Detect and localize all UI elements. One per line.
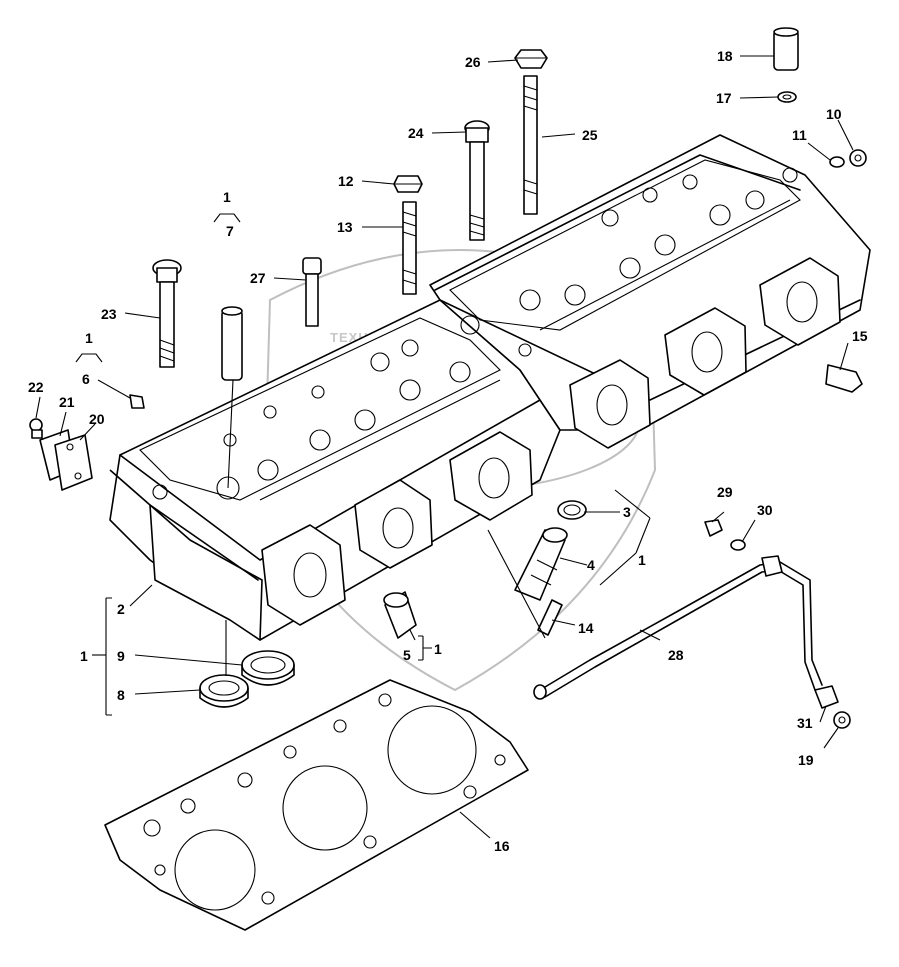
callout-18: 18: [717, 48, 733, 64]
group-label-6: 1: [85, 330, 93, 346]
callout-9: 9: [117, 648, 125, 664]
callout-14: 14: [578, 620, 594, 636]
part-26-nut: [514, 49, 548, 69]
callout-17: 17: [716, 90, 732, 106]
part-17-washer: [777, 91, 797, 103]
part-9-seal: [241, 650, 295, 686]
part-4-injector: [514, 527, 568, 601]
part-18-sleeve: [773, 27, 799, 71]
part-6-plug: [129, 394, 145, 409]
part-24-bolt: [464, 120, 490, 241]
callout-3: 3: [623, 504, 631, 520]
callout-7: 7: [226, 223, 234, 239]
callout-5: 5: [403, 647, 411, 663]
callout-13: 13: [337, 219, 353, 235]
callout-6: 6: [82, 371, 90, 387]
part-16-head-gasket: [104, 679, 529, 931]
callout-25: 25: [582, 127, 598, 143]
callout-19: 19: [798, 752, 814, 768]
callout-26: 26: [465, 54, 481, 70]
part-15-plug: [825, 364, 863, 393]
callout-labels: 26 25 24 12 13 27 23 6 7 18 17 10 11 15 …: [28, 48, 868, 854]
callout-22: 22: [28, 379, 44, 395]
callout-28: 28: [668, 647, 684, 663]
callout-8: 8: [117, 687, 125, 703]
callout-29: 29: [717, 484, 733, 500]
callout-2: 2: [117, 601, 125, 617]
part-13-stud: [402, 201, 417, 295]
part-12-nut: [393, 175, 423, 193]
callout-20: 20: [89, 411, 105, 427]
callout-1-right: 1: [638, 552, 646, 568]
group-label-7: 1: [223, 189, 231, 205]
part-10-nut: [849, 149, 867, 167]
part-7-sleeve: [221, 306, 243, 381]
part-8-seal: [199, 674, 249, 708]
callout-23: 23: [101, 306, 117, 322]
callout-4: 4: [587, 557, 595, 573]
part-22-bolt: [29, 418, 43, 439]
callout-15: 15: [852, 328, 868, 344]
callout-31: 31: [797, 715, 813, 731]
cylinder-head: [109, 134, 871, 641]
part-27-bolt: [302, 257, 322, 327]
callout-30: 30: [757, 502, 773, 518]
right-exhaust-ports: [569, 257, 841, 449]
part-28-pipe: [533, 555, 823, 700]
right-head-ports: [460, 167, 798, 357]
part-29-banjo-bolt: [704, 519, 723, 537]
callout-27: 27: [250, 270, 266, 286]
left-head-ports: [152, 339, 471, 500]
part-30-washer: [730, 539, 746, 551]
group-label-bracket: 1: [80, 648, 88, 664]
callout-24: 24: [408, 125, 424, 141]
part-14-stud: [537, 599, 563, 636]
callout-11: 11: [792, 127, 807, 143]
part-5-sleeve: [383, 591, 417, 639]
part-20-cover-plate: [54, 434, 93, 491]
part-19-nut: [833, 711, 851, 729]
callout-21: 21: [59, 394, 75, 410]
callout-10: 10: [826, 106, 842, 122]
group-label-5: 1: [434, 641, 442, 657]
group-labels: 1 1 1 1: [80, 189, 442, 664]
part-25-stud: [523, 75, 538, 215]
part-23-bolt: [152, 259, 182, 368]
leader-lines: [35, 55, 854, 839]
callout-16: 16: [494, 838, 510, 854]
part-11-washer: [829, 156, 845, 168]
left-exhaust-ports: [261, 431, 533, 626]
callout-12: 12: [338, 173, 354, 189]
part-3-seal-ring: [557, 500, 587, 520]
part-31-fitting: [814, 685, 839, 709]
